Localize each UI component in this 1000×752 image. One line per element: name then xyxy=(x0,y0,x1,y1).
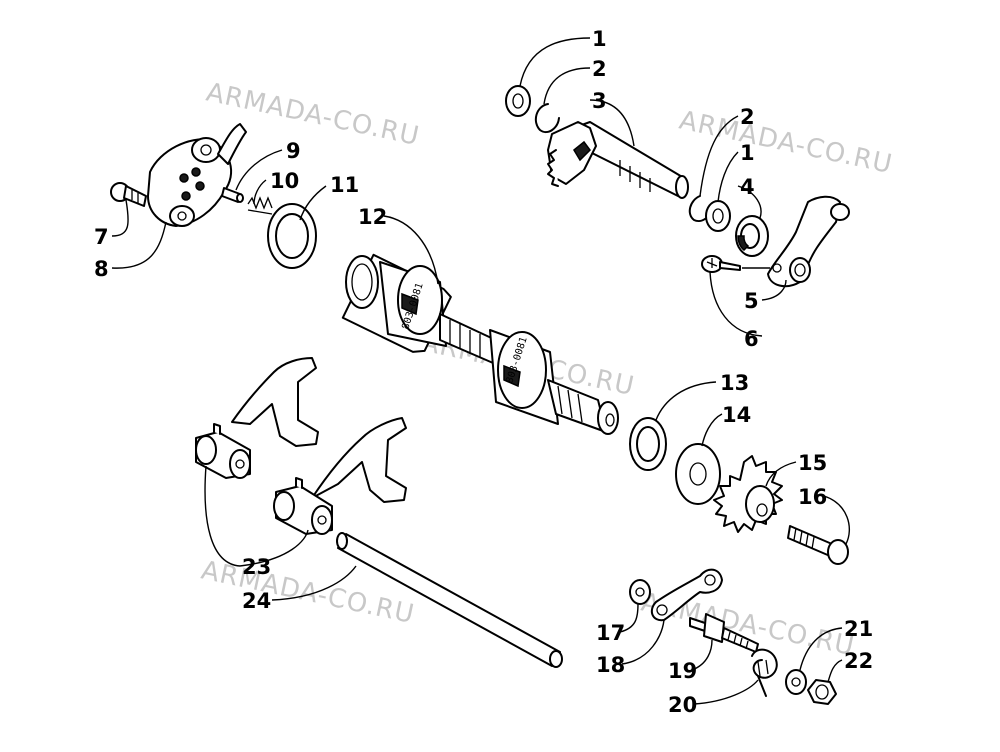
part-shift-drum-12: 803-0081 803-0081 xyxy=(341,253,619,435)
part-seal-4 xyxy=(735,215,769,257)
part-washer-1-top xyxy=(505,85,531,117)
callout-3: 3 xyxy=(592,89,607,113)
leader-lines xyxy=(111,37,850,705)
callout-19: 19 xyxy=(668,659,697,683)
callout-8: 8 xyxy=(94,257,109,281)
part-shift-shaft-3 xyxy=(547,121,689,199)
part-star-cam-15 xyxy=(713,455,783,533)
part-washer-21 xyxy=(785,669,807,695)
part-washer-11 xyxy=(267,203,317,269)
callout-13: 13 xyxy=(720,371,749,395)
part-spring-20 xyxy=(751,648,778,697)
part-washer-17 xyxy=(629,579,651,605)
callout-22: 22 xyxy=(844,649,873,673)
callout-6: 6 xyxy=(744,327,759,351)
callout-21: 21 xyxy=(844,617,873,641)
callout-2-top: 2 xyxy=(592,57,607,81)
callout-11: 11 xyxy=(330,173,359,197)
part-stopper-lever-18 xyxy=(650,568,723,622)
part-bolt-7 xyxy=(110,182,147,207)
part-seal-13 xyxy=(629,417,667,471)
part-washer-1-right xyxy=(705,200,731,232)
callout-24: 24 xyxy=(242,589,271,613)
callouts: 1 2 3 2 1 4 5 6 7 8 9 10 11 12 13 14 15 … xyxy=(94,27,873,717)
callout-10: 10 xyxy=(270,169,299,193)
part-pin-9 xyxy=(221,187,244,203)
part-shift-forks-23 xyxy=(195,357,407,535)
part-switch-housing-8 xyxy=(147,123,247,227)
part-screw-6 xyxy=(701,255,770,273)
callout-7: 7 xyxy=(94,225,109,249)
callout-18: 18 xyxy=(596,653,625,677)
part-bolt-16 xyxy=(787,525,849,565)
watermark-2: ARMADA-CO.RU xyxy=(677,106,896,180)
callout-20: 20 xyxy=(668,693,697,717)
callout-5: 5 xyxy=(744,289,759,313)
callout-12: 12 xyxy=(358,205,387,229)
callout-1-top: 1 xyxy=(592,27,607,51)
part-circlip-2-top xyxy=(534,103,560,134)
callout-15: 15 xyxy=(798,451,827,475)
part-shift-lever-5 xyxy=(767,195,850,288)
callout-1-right: 1 xyxy=(740,141,755,165)
callout-14: 14 xyxy=(722,403,751,427)
callout-16: 16 xyxy=(798,485,827,509)
callout-2-right: 2 xyxy=(740,105,755,129)
callout-9: 9 xyxy=(286,139,301,163)
callout-17: 17 xyxy=(596,621,625,645)
part-washer-14 xyxy=(675,443,721,505)
callout-23: 23 xyxy=(242,555,271,579)
part-spring-10 xyxy=(247,196,273,215)
part-nut-22 xyxy=(807,679,837,705)
part-fork-shaft-24 xyxy=(336,532,563,668)
callout-4: 4 xyxy=(740,175,755,199)
